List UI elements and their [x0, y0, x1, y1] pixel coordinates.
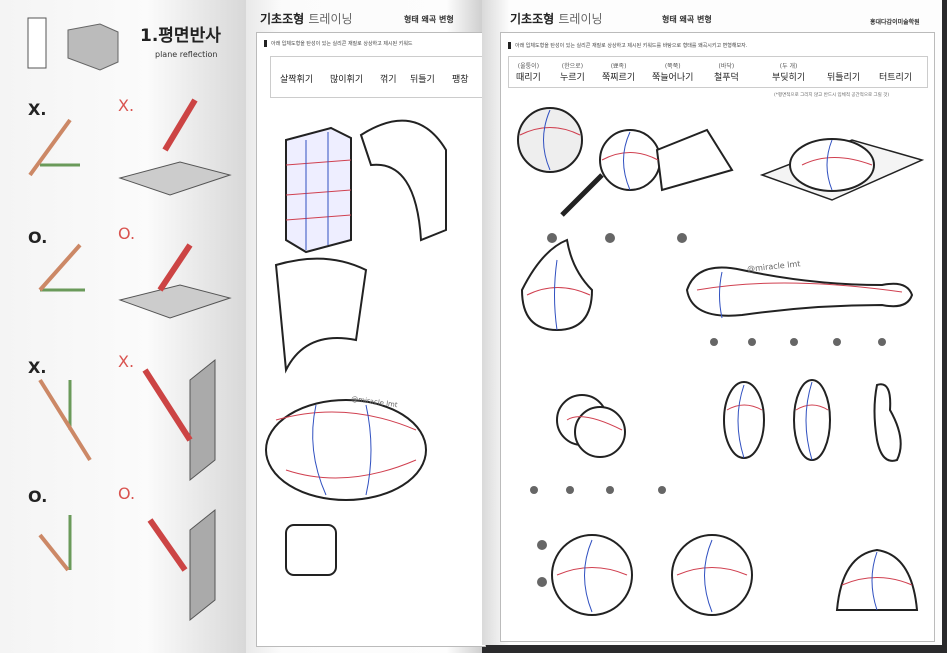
keyword: 팽창 [452, 75, 469, 85]
keyword-hint: (한으로) [561, 63, 584, 70]
page-header: 기초조형 트레이닝 [260, 12, 353, 26]
keyword: 꺾기 [380, 75, 397, 85]
header-bold: 기초조형 [260, 12, 305, 26]
keyword-label: 철푸덕 [714, 73, 739, 83]
keyword-hint: (울퉁이) [517, 63, 540, 70]
plane-reflection-illustrations [27, 17, 232, 622]
left-page: 1.평면반사 plane reflection X. X. O. O. X. X… [0, 0, 246, 653]
middle-page: 기초조형 트레이닝 형태 왜곡 변형 아래 입체도형을 탄성이 있는 실리콘 재… [246, 0, 486, 653]
row-mark: X. [28, 358, 47, 377]
keyword-label: 쭉늘어나기 [652, 73, 694, 83]
keyword-hint: (뾰족) [610, 63, 627, 70]
page-header: 기초조형 트레이닝 [510, 12, 603, 26]
keyword: (한으로) 누르기 [560, 61, 585, 83]
keyword: (뾰족) 쭉찌르기 [602, 61, 635, 83]
thumbnail-marks [530, 233, 886, 587]
keyword: (바닥) 철푸덕 [714, 61, 739, 83]
keyword-label: 때리기 [516, 73, 541, 83]
keyword-hint: (두 개) [779, 63, 798, 70]
deformation-sketches [265, 119, 447, 576]
right-page: 기초조형 트레이닝 형태 왜곡 변형 홍대다감이미술학원 아래 입체도형을 탄성… [482, 0, 942, 645]
mirror-icon [27, 17, 47, 69]
instruction: 아래 입체도형을 탄성이 있는 실리콘 재질로 상상하고 제시된 키워드를 바탕… [508, 42, 747, 49]
keyword-hint: (바닥) [718, 63, 735, 70]
keyword-label: 쭉찌르기 [602, 73, 636, 83]
keyword: 많이휘기 [330, 75, 364, 85]
keyword: 뒤틀기 [410, 75, 435, 85]
drawing-note: (*평면적으로 그리지 않고 반드시 입체적 공간적으로 그릴 것) [774, 93, 890, 98]
row-mark: X. [118, 96, 135, 115]
keyword-hint: (쭉쭉) [664, 63, 681, 70]
deformation-sketches [517, 107, 925, 616]
reflection-sketches [28, 98, 232, 622]
cube-icon [67, 23, 119, 71]
row-mark: O. [28, 228, 48, 247]
keyword: 살짝휘기 [280, 75, 314, 85]
section-subtitle: plane reflection [155, 50, 218, 59]
header-bold: 기초조형 [510, 12, 555, 26]
row-mark: O. [118, 224, 136, 243]
keyword: 터트리기 [879, 73, 913, 83]
keyword: (두 개) 부딪히기 [772, 61, 805, 83]
row-mark: O. [118, 484, 136, 503]
section-title: 형태 왜곡 변형 [662, 15, 712, 24]
row-mark: O. [28, 487, 48, 506]
header-light: 트레이닝 [558, 12, 603, 26]
section-title: 1.평면반사 [140, 26, 221, 46]
section-title: 형태 왜곡 변형 [404, 15, 454, 24]
keyword-label: 부딪히기 [772, 73, 806, 83]
instruction: 아래 입체도형을 탄성이 있는 실리콘 재질로 상상하고 제시된 키워드 [264, 40, 413, 47]
keyword: (울퉁이) 때리기 [516, 61, 541, 83]
keyword-box [508, 56, 928, 88]
keyword-label: 누르기 [560, 73, 585, 83]
row-mark: X. [28, 100, 47, 119]
academy-name: 홍대다감이미술학원 [870, 19, 920, 26]
header-light: 트레이닝 [308, 12, 353, 26]
keyword: (쭉쭉) 쭉늘어나기 [652, 61, 693, 83]
row-mark: X. [118, 352, 135, 371]
keyword: 뒤틀리기 [827, 73, 861, 83]
